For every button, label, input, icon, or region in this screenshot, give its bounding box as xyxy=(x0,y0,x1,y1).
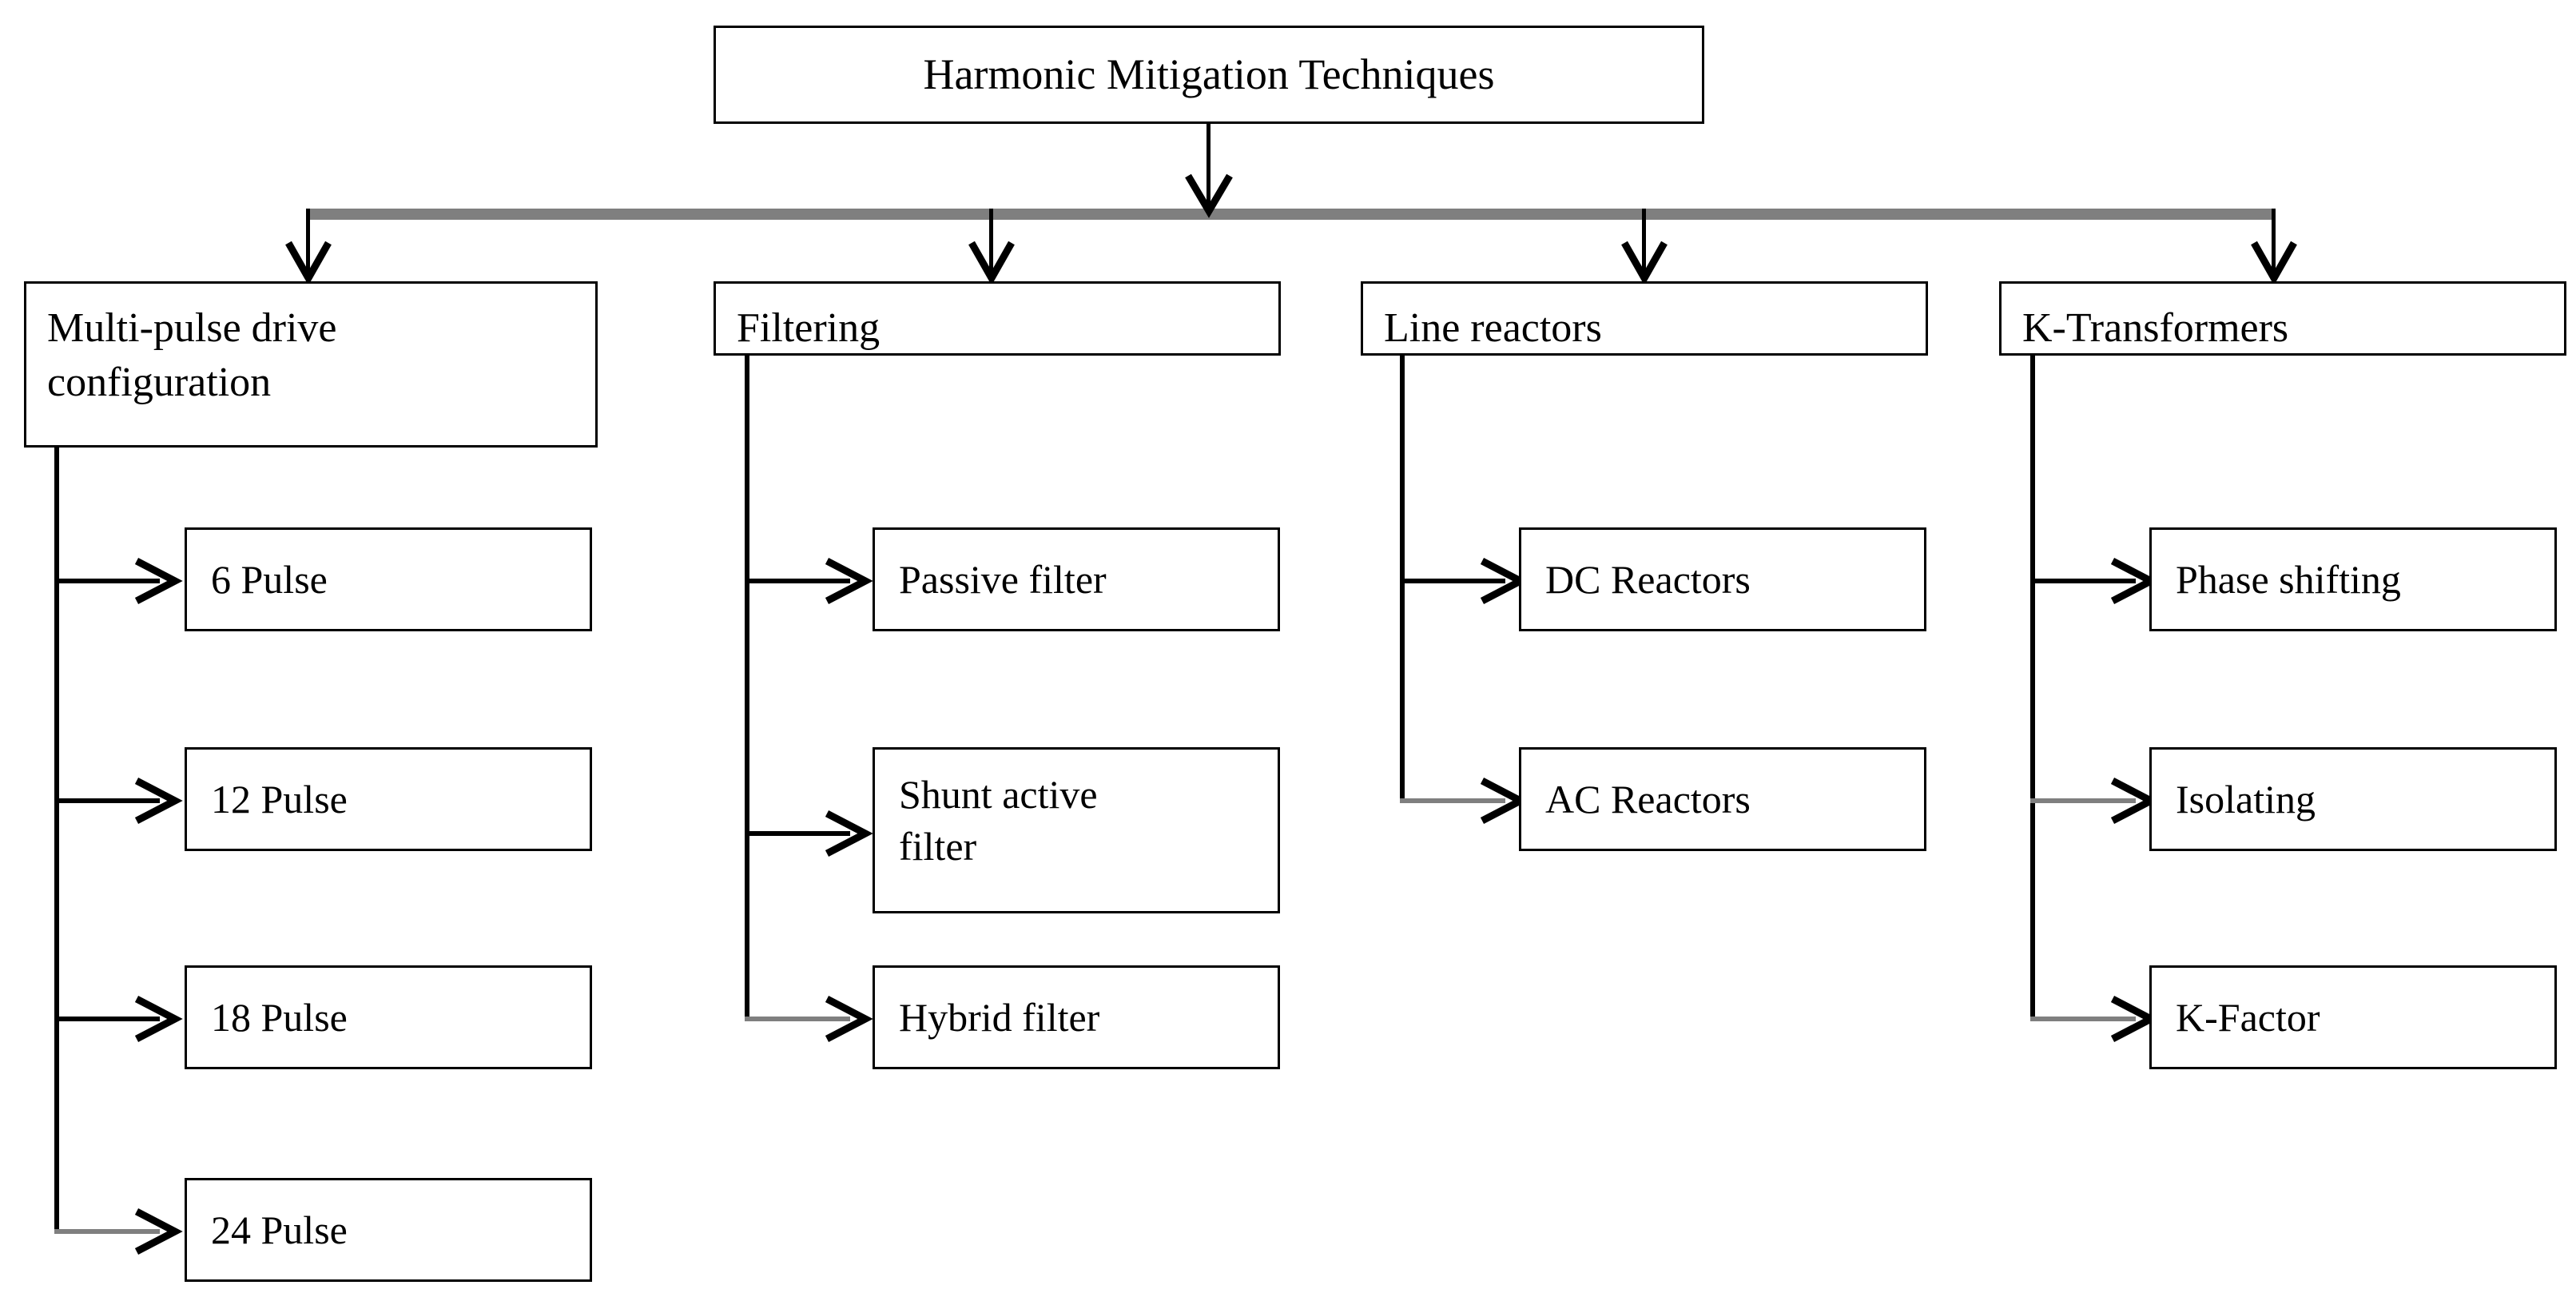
connector-branch-6-pulse xyxy=(54,579,160,583)
node-label: Line reactors xyxy=(1384,305,1602,351)
connector-drop-k-transformers xyxy=(2272,209,2276,279)
node-category-filtering[interactable]: Filtering xyxy=(714,281,1281,356)
node-category-multi-pulse-drive-configuration[interactable]: Multi-pulse drive configuration xyxy=(24,281,598,448)
node-label: 12 Pulse xyxy=(211,776,348,822)
node-leaf-passive-filter[interactable]: Passive filter xyxy=(873,527,1280,631)
connector-trunk-k-transformers xyxy=(2030,353,2035,1017)
node-leaf-k-factor[interactable]: K-Factor xyxy=(2149,965,2557,1069)
connector-branch-18-pulse xyxy=(54,1017,160,1021)
connector-branch-shunt-active-filter xyxy=(745,831,850,836)
node-label: 6 Pulse xyxy=(211,556,328,602)
connector-branch-hybrid-filter xyxy=(745,1017,850,1021)
connector-branch-24-pulse xyxy=(54,1229,160,1234)
node-leaf-phase-shifting[interactable]: Phase shifting xyxy=(2149,527,2557,631)
connector-drop-filtering xyxy=(989,209,993,279)
node-label: Shunt active filter xyxy=(899,772,1098,869)
node-leaf-hybrid-filter[interactable]: Hybrid filter xyxy=(873,965,1280,1069)
connector-trunk-line-reactors xyxy=(1400,353,1405,803)
connector-branch-ac-reactors xyxy=(1400,798,1505,803)
node-label: Isolating xyxy=(2176,776,2316,822)
connector-branch-k-factor xyxy=(2030,1017,2136,1021)
connector-branch-passive-filter xyxy=(745,579,850,583)
node-leaf-dc-reactors[interactable]: DC Reactors xyxy=(1519,527,1926,631)
node-category-line-reactors[interactable]: Line reactors xyxy=(1361,281,1928,356)
node-label: DC Reactors xyxy=(1545,556,1751,602)
node-root-harmonic-mitigation-techniques[interactable]: Harmonic Mitigation Techniques xyxy=(714,26,1704,124)
node-category-k-transformers[interactable]: K-Transformers xyxy=(1999,281,2566,356)
connector-drop-line-reactors xyxy=(1642,209,1646,279)
node-label: Filtering xyxy=(737,305,881,351)
connector-branch-dc-reactors xyxy=(1400,579,1505,583)
node-label: 24 Pulse xyxy=(211,1207,348,1252)
node-label: Phase shifting xyxy=(2176,556,2401,602)
node-leaf-24-pulse[interactable]: 24 Pulse xyxy=(185,1178,592,1282)
node-label: Harmonic Mitigation Techniques xyxy=(923,50,1495,99)
node-label: Passive filter xyxy=(899,556,1107,602)
node-leaf-18-pulse[interactable]: 18 Pulse xyxy=(185,965,592,1069)
connector-branch-isolating xyxy=(2030,798,2136,803)
node-label: 18 Pulse xyxy=(211,994,348,1040)
connector-branch-phase-shifting xyxy=(2030,579,2136,583)
node-label: K-Transformers xyxy=(2022,305,2289,351)
connector-trunk-filtering xyxy=(745,353,749,1017)
node-leaf-12-pulse[interactable]: 12 Pulse xyxy=(185,747,592,851)
node-label: Hybrid filter xyxy=(899,994,1100,1040)
connector-trunk-multi-pulse-drive-configuration xyxy=(54,445,59,1231)
node-leaf-6-pulse[interactable]: 6 Pulse xyxy=(185,527,592,631)
node-leaf-isolating[interactable]: Isolating xyxy=(2149,747,2557,851)
connector-distribution-bar xyxy=(308,209,2276,220)
node-leaf-ac-reactors[interactable]: AC Reactors xyxy=(1519,747,1926,851)
node-label: K-Factor xyxy=(2176,994,2320,1040)
connector-drop-multi-pulse-drive-configuration xyxy=(306,209,310,279)
node-label: AC Reactors xyxy=(1545,776,1751,822)
node-leaf-shunt-active-filter[interactable]: Shunt active filter xyxy=(873,747,1280,913)
connector-root-stem xyxy=(1207,124,1210,208)
node-label: Multi-pulse drive configuration xyxy=(47,305,337,405)
connector-branch-12-pulse xyxy=(54,798,160,803)
